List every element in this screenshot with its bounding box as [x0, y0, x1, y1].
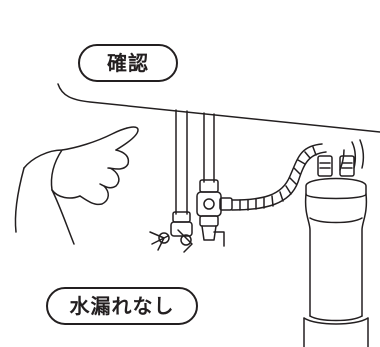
counter-edge	[57, 83, 380, 133]
water-filter-cartridge-icon	[303, 155, 369, 347]
flexible-hose-icon	[231, 143, 327, 211]
check-label: 確認	[78, 44, 178, 82]
faucet-valve-icon	[149, 211, 193, 253]
hand-icon	[14, 126, 139, 245]
faucet-valve-icon	[196, 179, 233, 247]
no-leak-label: 水漏れなし	[46, 287, 198, 325]
supply-pipes	[175, 109, 215, 215]
